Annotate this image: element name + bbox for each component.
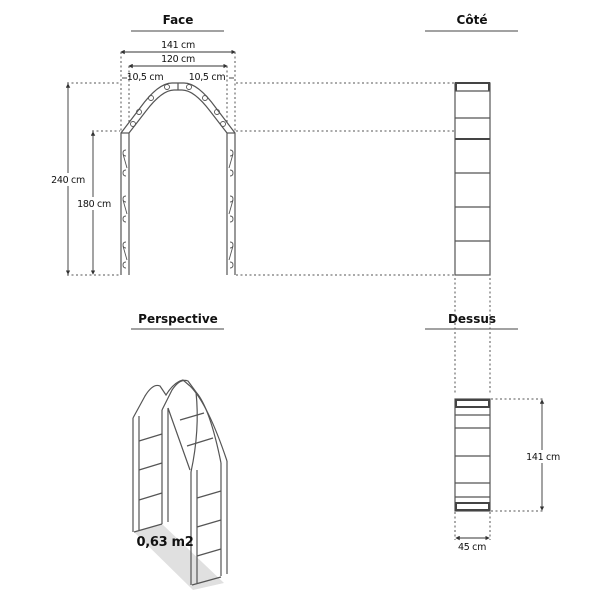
svg-text:Perspective: Perspective xyxy=(138,312,218,326)
svg-text:Face: Face xyxy=(163,13,194,27)
dim-post-height: 180 cm xyxy=(77,199,111,210)
dim-right-post: 10,5 cm xyxy=(189,72,226,83)
title-dessus: Dessus xyxy=(425,312,518,330)
top-view: 141 cm 45 cm xyxy=(454,398,562,553)
face-view: 141 cm 120 cm 10,5 cm 10,5 cm 240 cm 180… xyxy=(50,40,454,276)
side-view xyxy=(454,82,491,395)
dim-left-post: 10,5 cm xyxy=(127,72,164,83)
perspective-view: 0,63 m2 xyxy=(132,379,228,590)
title-cote: Côté xyxy=(425,13,518,32)
title-perspective: Perspective xyxy=(131,312,224,330)
dim-inner-width: 120 cm xyxy=(161,54,195,65)
dim-depth: 45 cm xyxy=(458,542,486,553)
dim-top-length: 141 cm xyxy=(526,452,560,463)
title-face: Face xyxy=(131,13,224,32)
footprint-area-label: 0,63 m2 xyxy=(136,535,193,550)
dim-total-height: 240 cm xyxy=(51,175,85,186)
dim-total-width: 141 cm xyxy=(161,40,195,51)
footprint-shadow xyxy=(134,524,224,590)
svg-text:Côté: Côté xyxy=(457,13,488,27)
post-scrolls xyxy=(122,149,234,269)
svg-text:Dessus: Dessus xyxy=(448,312,496,326)
